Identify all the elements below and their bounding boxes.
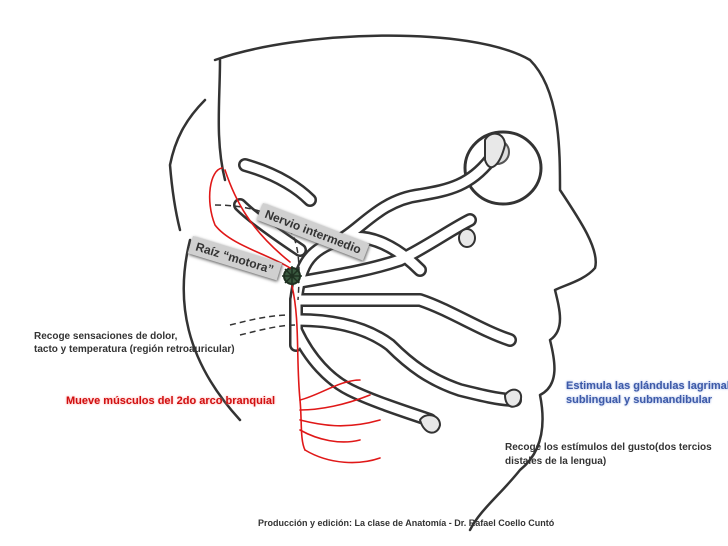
pterygopalatine-ganglion	[459, 229, 475, 247]
sensations-label-line2: tacto y temperatura (región retroauricul…	[34, 343, 235, 356]
sensations-label: Recoge sensaciones de dolor, tacto y tem…	[34, 330, 235, 356]
nerve-branches	[240, 160, 515, 420]
taste-label-line2: distales de la lengua)	[505, 455, 712, 469]
sensations-label-line1: Recoge sensaciones de dolor,	[34, 330, 235, 343]
sublingual-gland	[420, 415, 440, 433]
submandibular-gland	[505, 390, 521, 407]
muscles-label: Mueve músculos del 2do arco branquial	[66, 395, 275, 408]
glands-label-line2: sublingual y submandibular	[566, 393, 728, 407]
credit-line: Producción y edición: La clase de Anatom…	[258, 517, 554, 530]
taste-label-line1: Recoge los estímulos del gusto(dos terci…	[505, 441, 712, 455]
taste-label: Recoge los estímulos del gusto(dos terci…	[505, 441, 712, 469]
glands-label-line1: Estimula las glándulas lagrimal	[566, 379, 728, 393]
geniculate-ganglion	[282, 266, 302, 286]
glands-label: Estimula las glándulas lagrimal sublingu…	[566, 379, 728, 407]
nerve-branches-inner	[240, 160, 515, 420]
